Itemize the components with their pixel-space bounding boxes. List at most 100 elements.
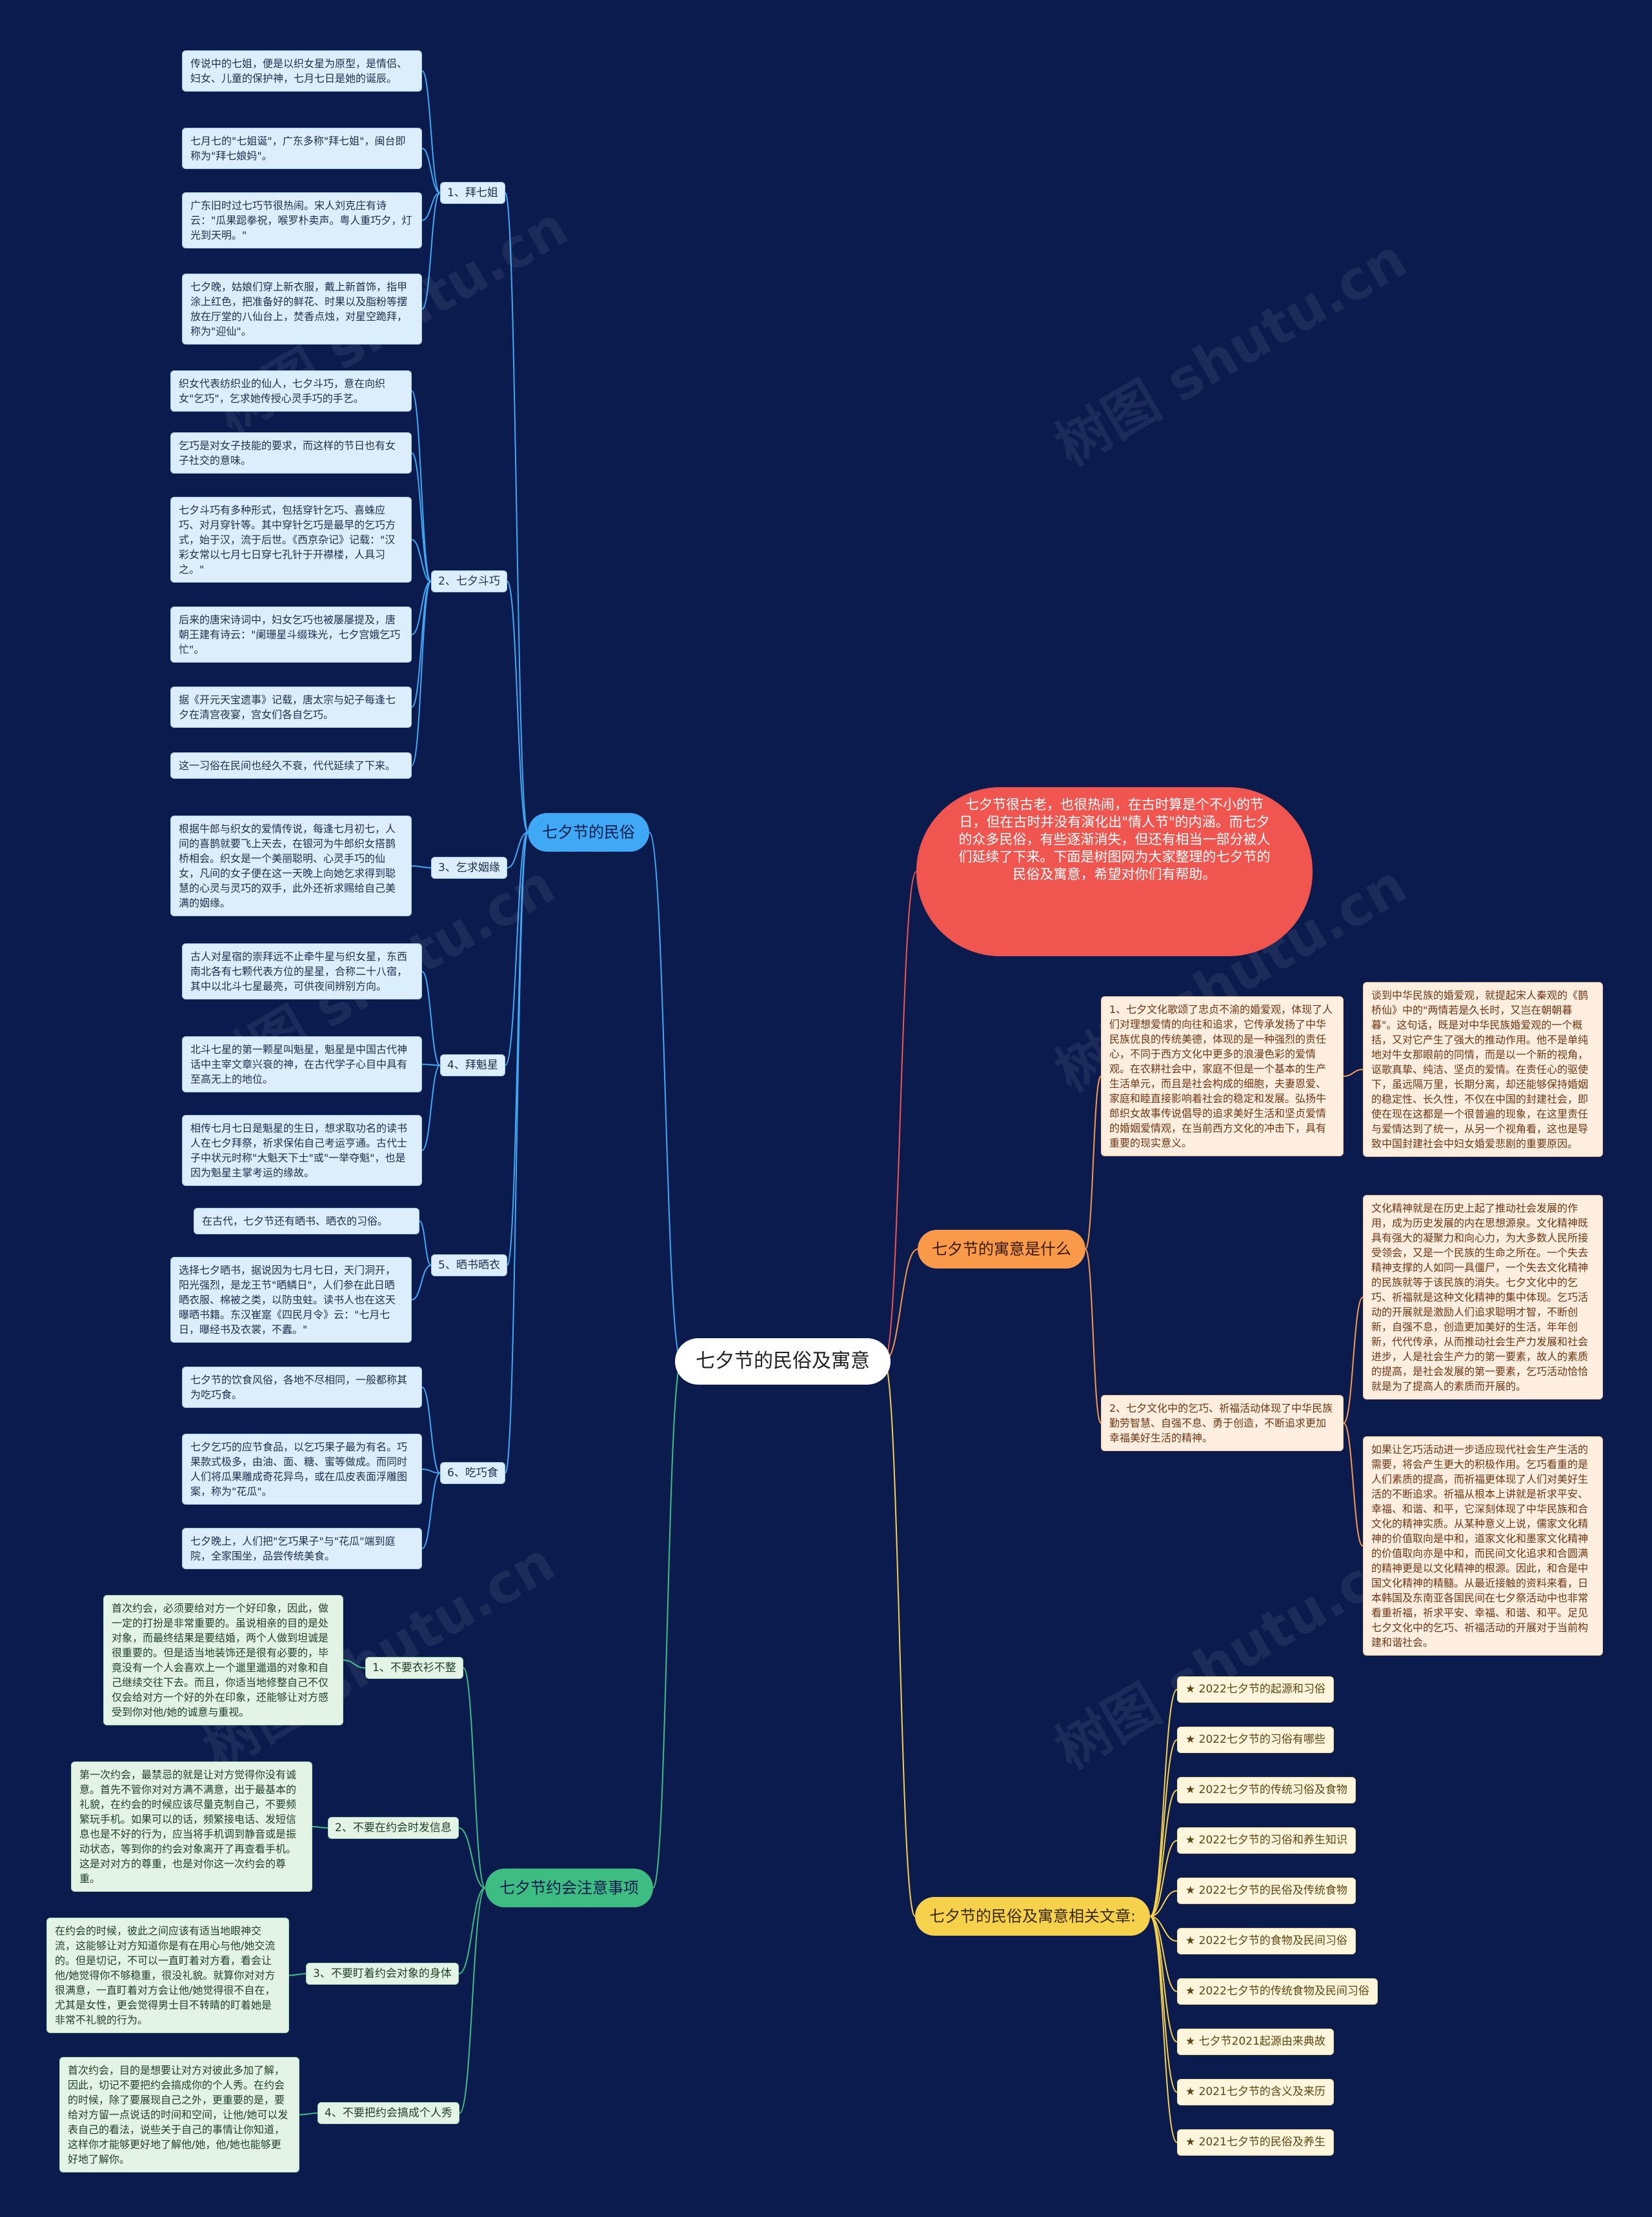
connector [421, 148, 441, 194]
custom-leaf: 根据牛郎与织女的爱情传说，每逢七月初七，人间的喜鹊就要飞上天去，在银河为牛郎织女… [170, 816, 412, 916]
connector [411, 581, 432, 636]
connector [1343, 1296, 1364, 1424]
connector [421, 192, 441, 310]
customs-label[interactable]: 4、拜魁星 [440, 1054, 505, 1076]
connector [1149, 1789, 1178, 1917]
article-link[interactable]: ★ 2021七夕节的民俗及养生 [1177, 2129, 1334, 2156]
connector [1149, 1890, 1178, 1917]
connector [1149, 1916, 1178, 1992]
branch-customs[interactable]: 七夕节的民俗 [528, 813, 649, 852]
connector [507, 581, 529, 833]
customs-label[interactable]: 6、吃巧食 [440, 1462, 505, 1484]
custom-leaf: 七夕晚，姑娘们穿上新衣服，戴上新首饰，指甲涂上红色，把准备好的鲜花、时果以及脂粉… [182, 274, 422, 345]
center-topic[interactable]: 七夕节的民俗及寓意 [675, 1338, 891, 1385]
custom-leaf: 乞巧是对女子技能的要求，而这样的节日也有女子社交的意味。 [170, 432, 412, 474]
custom-leaf: 这一习俗在民间也经久不衰，代代延续了下来。 [170, 752, 412, 779]
customs-label[interactable]: 1、拜七姐 [440, 182, 505, 204]
article-link[interactable]: ★ 2022七夕节的传统习俗及食物 [1177, 1777, 1356, 1803]
article-link[interactable]: ★ 2022七夕节的传统食物及民间习俗 [1177, 1978, 1378, 2005]
connector [1149, 1916, 1178, 1942]
article-link[interactable]: ★ 七夕节2021起源由来典故 [1177, 2029, 1334, 2055]
connector [421, 1387, 441, 1474]
connector [463, 1667, 486, 1889]
meaning-item[interactable]: 2、七夕文化中的乞巧、祈福活动体现了中华民族勤劳智慧、自强不息、勇于创造，不断追… [1101, 1395, 1344, 1451]
custom-leaf: 在古代，七夕节还有晒书、晒衣的习俗。 [194, 1208, 419, 1234]
connector [505, 832, 529, 1474]
meaning-detail: 文化精神就是在历史上起了推动社会发展的作用，成为历史发展的内在思想源泉。文化精神… [1363, 1195, 1603, 1399]
connector [1149, 1916, 1178, 2093]
article-link[interactable]: ★ 2022七夕节的民俗及传统食物 [1177, 1878, 1356, 1904]
connector [411, 1265, 432, 1301]
connector [1343, 1422, 1364, 1547]
connector [421, 70, 441, 194]
custom-leaf: 七夕乞巧的应节食品，以乞巧果子最为有名。巧果款式极多，由油、面、糖、蜜等做成。而… [182, 1434, 422, 1505]
branch-meaning[interactable]: 七夕节的寓意是什么 [918, 1230, 1085, 1269]
article-link[interactable]: ★ 2022七夕节的习俗有哪些 [1177, 1727, 1334, 1753]
connector [1149, 1739, 1178, 1917]
connector [288, 1973, 307, 1976]
connector [1149, 1916, 1178, 2143]
connector [652, 1361, 682, 1889]
connector [1149, 1840, 1178, 1917]
dating-text: 首次约会，必须要给对方一个好印象，因此，做一定的打扮是非常重要的。虽说相亲的目的… [103, 1595, 343, 1725]
article-link[interactable]: ★ 2022七夕节的起源和习俗 [1177, 1676, 1334, 1703]
customs-label[interactable]: 2、七夕斗巧 [431, 570, 507, 592]
connector [421, 1063, 441, 1066]
connector [411, 581, 432, 708]
connector [883, 871, 917, 1362]
dating-label[interactable]: 3、不要盯着约会对象的身体 [306, 1963, 459, 1985]
connector [458, 1827, 486, 1889]
dating-text: 首次约会，目的是想要让对方对彼此多加了解，因此，切记不要把约会搞成你的个人秀。在… [59, 2057, 299, 2172]
intro-node[interactable]: 七夕节很古老，也很热闹，在古时算是个不小的节日，但在古时并没有演化出"情人节"的… [916, 787, 1313, 956]
branch-articles[interactable]: 七夕节的民俗及寓意相关文章: [915, 1897, 1151, 1936]
connector [458, 1887, 486, 1974]
custom-leaf: 七月七的"七姐诞"，广东多称"拜七姐"，闽台即称为"拜七娘妈"。 [182, 128, 422, 169]
connector [411, 390, 432, 582]
custom-leaf: 七夕斗巧有多种形式，包括穿针乞巧、喜蛛应巧、对月穿针等。其中穿针乞巧是最早的乞巧… [170, 497, 412, 583]
connector [411, 539, 432, 582]
custom-leaf: 织女代表纺织业的仙人，七夕斗巧，意在向织女"乞巧"，乞求她传授心灵手巧的手艺。 [170, 370, 412, 412]
connector [505, 192, 529, 833]
connector [1085, 1076, 1102, 1250]
connector [421, 1469, 441, 1474]
connector [1149, 1689, 1178, 1917]
article-link[interactable]: ★ 2022七夕节的食物及民间习俗 [1177, 1928, 1356, 1954]
connector [312, 1826, 328, 1829]
connector [649, 832, 682, 1362]
dating-text: 在约会的时候，彼此之间应该有适当地眼神交流，这能够让对方知道你是有在用心与他/她… [46, 1918, 289, 2033]
article-link[interactable]: ★ 2021七夕节的含义及来历 [1177, 2079, 1334, 2105]
connector [411, 865, 432, 868]
custom-leaf: 七夕晚上，人们把"乞巧果子"与"花瓜"端到庭院，全家围坐，品尝传统美食。 [182, 1528, 422, 1569]
custom-leaf: 传说中的七姐，便是以织女星为原型，是情侣、妇女、儿童的保护神，七月七日是她的诞辰… [182, 50, 422, 92]
custom-leaf: 相传七月七日是魁星的生日，想求取功名的读书人在七夕拜祭，祈求保佑自己考运亨通。古… [182, 1115, 422, 1186]
connector [505, 832, 529, 1066]
article-link[interactable]: ★ 2022七夕节的习俗和养生知识 [1177, 1827, 1356, 1854]
custom-leaf: 北斗七星的第一颗星叫魁星，魁星是中国古代神话中主宰文章兴衰的神，在古代学子心目中… [182, 1036, 422, 1092]
custom-leaf: 古人对星宿的崇拜远不止牵牛星与织女星，东西南北各有七颗代表方位的星星，合称二十八… [182, 943, 422, 999]
meaning-detail: 如果让乞巧活动进一步适应现代社会生产生活的需要，将会产生更大的积极作用。乞巧看重… [1363, 1436, 1603, 1656]
connector [419, 1220, 432, 1266]
connector [883, 1361, 916, 1917]
custom-leaf: 选择七夕晒书，据说因为七月七日，天门洞开，阳光强烈，是龙王节"晒鳞日"，人们参在… [170, 1257, 412, 1343]
connector [299, 2112, 318, 2116]
dating-label[interactable]: 1、不要衣衫不整 [365, 1657, 463, 1679]
dating-label[interactable]: 2、不要在约会时发信息 [328, 1817, 459, 1839]
connector [421, 192, 441, 221]
customs-label[interactable]: 3、乞求姻缘 [431, 857, 507, 879]
connector [459, 1887, 486, 2114]
connector [411, 452, 432, 582]
dating-text: 第一次约会，最禁忌的就是让对方觉得你没有诚意。首先不管你对对方满不满意，出于最基… [71, 1761, 312, 1892]
connector [421, 1472, 441, 1549]
customs-label[interactable]: 5、晒书晒衣 [431, 1254, 507, 1276]
connector [421, 1065, 441, 1151]
branch-dating[interactable]: 七夕节约会注意事项 [485, 1869, 653, 1907]
connector [411, 581, 432, 767]
dating-label[interactable]: 4、不要把约会搞成个人秀 [317, 2102, 459, 2124]
meaning-item[interactable]: 1、七夕文化歌颂了忠贞不渝的婚爱观，体现了人们对理想爱情的向往和追求，它传承发扬… [1101, 996, 1344, 1156]
custom-leaf: 广东旧时过七巧节很热闹。宋人刘克庄有诗云："瓜果跽拳祝，喉罗朴卖声。粤人重巧夕，… [182, 192, 422, 248]
connector [343, 1660, 366, 1669]
connector [1149, 1916, 1178, 2043]
custom-leaf: 据《开元天宝遗事》记载，唐太宗与妃子每逢七夕在清宫夜宴，宫女们各自乞巧。 [170, 687, 412, 728]
connector [1085, 1249, 1102, 1424]
